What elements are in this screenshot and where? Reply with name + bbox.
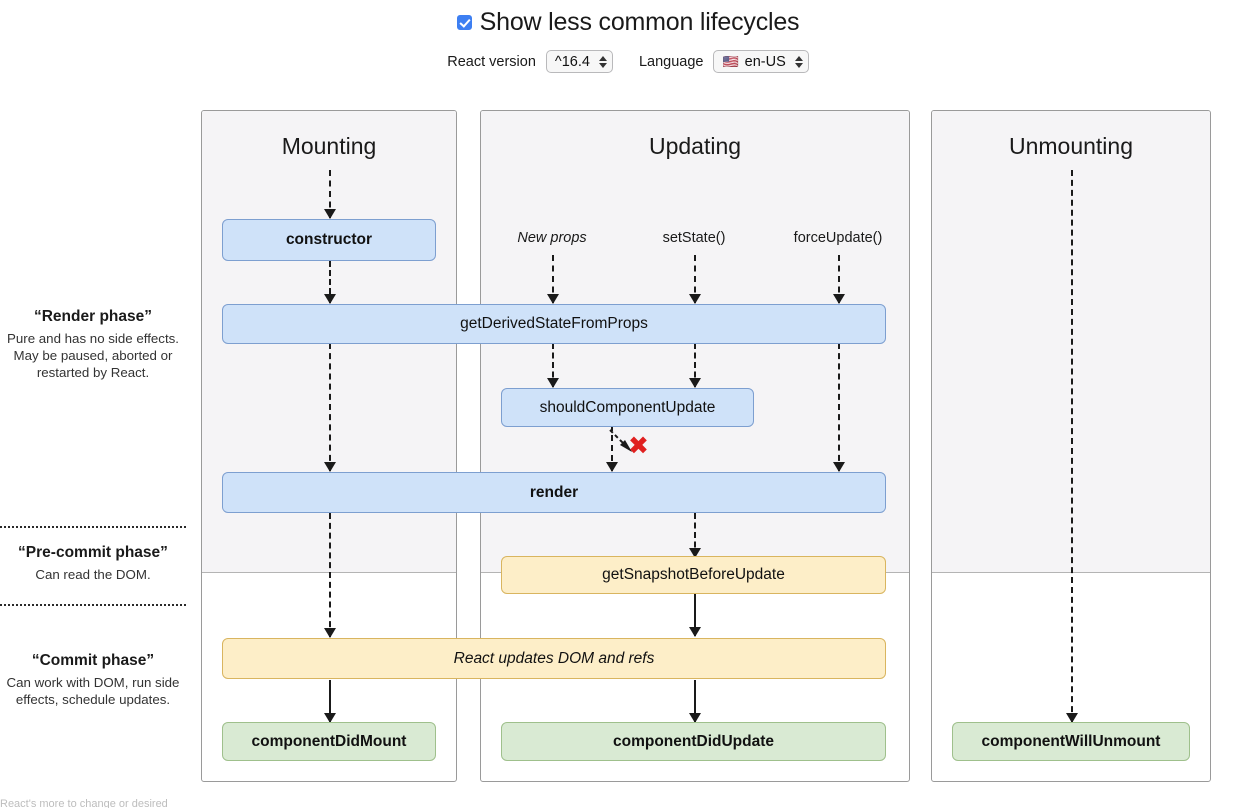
phase-commit: “Commit phase” Can work with DOM, run si… <box>0 652 186 708</box>
box-get-snapshot-before-update[interactable]: getSnapshotBeforeUpdate <box>501 556 886 594</box>
language-value: en-US <box>744 53 786 70</box>
controls-bar: Show less common lifecycles React versio… <box>0 0 1256 73</box>
phase-title: “Render phase” <box>33 308 152 325</box>
skip-update-x-icon: ✖ <box>628 431 649 460</box>
box-should-component-update[interactable]: shouldComponentUpdate <box>501 388 754 427</box>
trigger-force-update: forceUpdate() <box>793 230 883 246</box>
phase-description: Can read the DOM. <box>35 567 151 582</box>
box-component-did-update[interactable]: componentDidUpdate <box>501 722 886 761</box>
arrow-scu-false-branch <box>608 428 648 458</box>
react-version-select[interactable]: ^16.4 <box>545 50 613 73</box>
language-select[interactable]: 🇺🇸 en-US <box>713 50 809 73</box>
box-component-did-mount[interactable]: componentDidMount <box>222 722 436 761</box>
box-react-updates-dom: React updates DOM and refs <box>222 638 886 679</box>
us-flag-icon: 🇺🇸 <box>722 54 739 69</box>
trigger-new-props: New props <box>517 230 587 246</box>
phase-divider <box>0 526 186 528</box>
column-title: Mounting <box>281 133 377 159</box>
phase-description: Can work with DOM, run side effects, sch… <box>6 675 180 708</box>
trigger-set-state: setState() <box>662 230 726 246</box>
phase-title: “Pre-commit phase” <box>18 544 168 561</box>
phase-render: “Render phase” Pure and has no side effe… <box>0 308 186 381</box>
column-title: Unmounting <box>1008 133 1134 159</box>
language-label: Language <box>638 53 704 70</box>
column-title: Updating <box>648 133 742 159</box>
stepper-arrows-icon[interactable] <box>794 55 803 68</box>
show-less-common-label: Show less common lifecycles <box>479 8 800 36</box>
phase-description: Pure and has no side effects. May be pau… <box>7 331 179 381</box>
phase-title: “Commit phase” <box>31 652 155 669</box>
box-constructor[interactable]: constructor <box>222 219 436 261</box>
box-component-will-unmount[interactable]: componentWillUnmount <box>952 722 1190 761</box>
stepper-arrows-icon[interactable] <box>598 55 607 68</box>
footer-cutoff-note: React's more to change or desired <box>0 798 168 808</box>
react-version-value: ^16.4 <box>554 53 590 70</box>
settings-row: React version ^16.4 Language 🇺🇸 en-US <box>0 50 1256 73</box>
show-less-common-checkbox[interactable] <box>456 15 472 30</box>
box-get-derived-state-from-props[interactable]: getDerivedStateFromProps <box>222 304 886 344</box>
react-version-label: React version <box>447 53 536 70</box>
phase-pre-commit: “Pre-commit phase” Can read the DOM. <box>0 544 186 583</box>
box-render[interactable]: render <box>222 472 886 513</box>
phase-divider <box>0 604 186 606</box>
show-less-common-row[interactable]: Show less common lifecycles <box>0 0 1256 37</box>
